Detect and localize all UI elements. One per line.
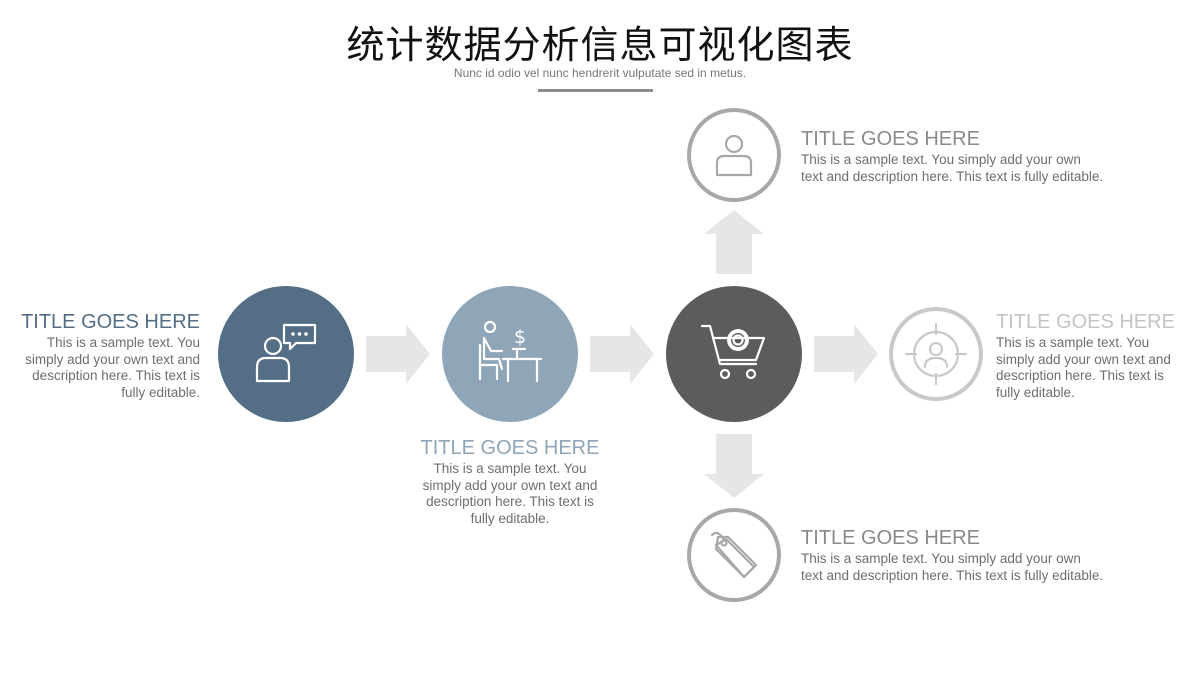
target-user-icon — [904, 322, 968, 386]
right-title: TITLE GOES HERE — [996, 311, 1175, 333]
top-desc-line: This is a sample text. You simply add yo… — [801, 152, 1081, 167]
bottom-description: This is a sample text. You simply add yo… — [801, 551, 1181, 584]
left-desc-line: description here. This text is — [32, 368, 200, 384]
step1-circle — [218, 286, 354, 422]
top-title: TITLE GOES HERE — [801, 128, 980, 150]
left-text-block: TITLE GOES HERE This is a sample text. Y… — [0, 311, 200, 402]
middle-desc-line: fully editable. — [470, 511, 550, 527]
step2-circle: $ — [442, 286, 578, 422]
price-tag-icon — [710, 531, 758, 579]
left-title: TITLE GOES HERE — [21, 311, 200, 333]
arrow-up — [704, 210, 764, 274]
page-title: 统计数据分析信息可视化图表 — [346, 23, 854, 67]
right-desc-line: description here. This text is — [996, 368, 1164, 384]
arrow-right-3 — [814, 324, 878, 384]
top-desc-line: text and description here. This text is … — [801, 168, 1104, 184]
left-desc-line: This is a sample text. You — [46, 335, 200, 350]
middle-description: This is a sample text. You simply add yo… — [400, 461, 620, 528]
arrow-right-1 — [366, 324, 430, 384]
title-underline — [538, 89, 653, 92]
top-description: This is a sample text. You simply add yo… — [801, 152, 1181, 185]
right-text-block: TITLE GOES HERE This is a sample text. Y… — [996, 311, 1196, 402]
person-desk-dollar-icon: $ — [478, 320, 543, 383]
left-desc-line: fully editable. — [121, 385, 200, 401]
page-subtitle: Nunc id odio vel nunc hendrerit vulputat… — [453, 66, 747, 80]
middle-desc-line: simply add your own text and — [422, 477, 598, 493]
svg-text:$: $ — [514, 326, 526, 348]
right-circle — [889, 307, 983, 401]
middle-title: TITLE GOES HERE — [420, 437, 600, 459]
left-description: This is a sample text. You simply add yo… — [0, 335, 200, 402]
top-circle — [687, 108, 781, 202]
middle-text-block: TITLE GOES HERE This is a sample text. Y… — [400, 437, 620, 528]
bottom-text-block: TITLE GOES HERE This is a sample text. Y… — [801, 527, 1181, 584]
bottom-desc-line: text and description here. This text is … — [801, 567, 1104, 583]
cart-gear-icon — [700, 324, 766, 380]
bottom-title: TITLE GOES HERE — [801, 527, 980, 549]
right-desc-line: This is a sample text. You — [996, 335, 1150, 350]
right-desc-line: simply add your own text and — [996, 351, 1171, 367]
user-icon — [715, 134, 753, 177]
bottom-desc-line: This is a sample text. You simply add yo… — [801, 551, 1081, 566]
middle-desc-line: description here. This text is — [426, 494, 594, 510]
hub-circle — [666, 286, 802, 422]
middle-desc-line: This is a sample text. You — [433, 461, 587, 476]
person-chat-icon — [255, 323, 317, 383]
arrow-right-2 — [590, 324, 654, 384]
top-text-block: TITLE GOES HERE This is a sample text. Y… — [801, 128, 1181, 185]
bottom-circle — [687, 508, 781, 602]
right-description: This is a sample text. You simply add yo… — [996, 335, 1196, 402]
left-desc-line: simply add your own text and — [25, 351, 200, 367]
right-desc-line: fully editable. — [996, 385, 1075, 401]
arrow-down — [704, 434, 764, 498]
